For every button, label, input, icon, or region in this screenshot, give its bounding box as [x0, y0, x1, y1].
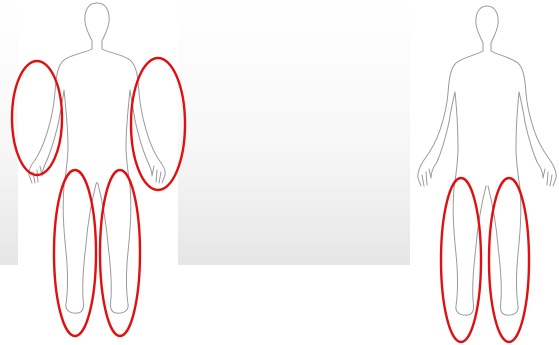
front-left-arm-highlight — [12, 61, 62, 175]
front-right-leg-highlight — [100, 170, 140, 336]
front-highlights — [12, 58, 185, 336]
back-torso-left — [437, 92, 458, 188]
front-right-hand — [147, 160, 165, 183]
front-head-right — [97, 3, 165, 175]
back-highlights — [441, 178, 529, 342]
front-head — [29, 3, 97, 175]
back-body-outline — [418, 6, 556, 315]
front-left-leg-highlight — [54, 170, 96, 336]
front-crotch — [96, 183, 98, 185]
front-right-arm-highlight — [131, 58, 185, 190]
back-right-leg-highlight — [489, 178, 529, 342]
front-torso-right — [126, 90, 147, 186]
back-head — [418, 6, 487, 178]
back-torso-right — [516, 92, 537, 188]
front-body-outline — [29, 3, 165, 313]
back-head-right — [487, 6, 556, 178]
front-torso-left — [47, 90, 68, 186]
